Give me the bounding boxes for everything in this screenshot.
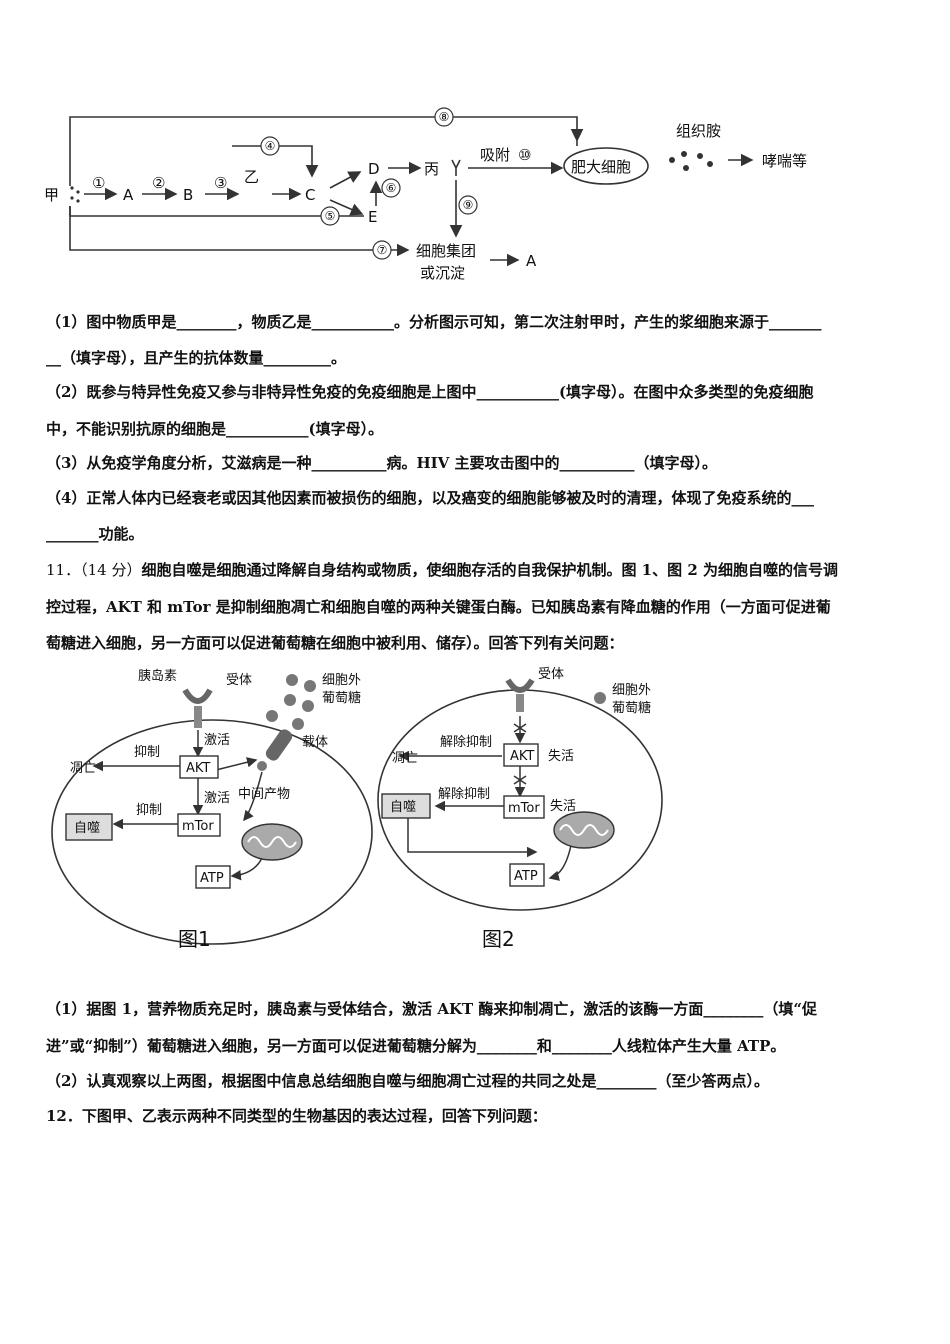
q10-part4-line1: （4）正常人体内已经衰老或因其他因素而被损伤的细胞，以及癌变的细胞能够被及时的清… (46, 489, 814, 507)
fig1-caption: 图1 (178, 927, 211, 951)
label-circ7: ⑦ (377, 243, 388, 257)
label-A: A (123, 186, 134, 204)
fig2-lose1: 失活 (548, 749, 574, 764)
label-yi: 乙 (244, 168, 259, 186)
fig1-carrier: 载体 (302, 735, 328, 750)
label-mast-cell: 肥大细胞 (571, 158, 631, 176)
fig1-intermediate: 中间产物 (238, 787, 290, 802)
label-circ9: ⑨ (463, 198, 474, 212)
immune-flow-diagram: 甲 ① A ② B ③ 乙 C D E 丙 吸附 ⑩ 肥大细胞 组织胺 哮喘等 … (44, 107, 807, 282)
label-C: C (305, 186, 315, 204)
fig2-release2: 解除抑制 (438, 787, 490, 802)
fig2-caption: 图2 (482, 927, 515, 951)
label-E: E (368, 208, 377, 226)
fig1-receptor: 受体 (226, 673, 252, 688)
label-circ3: ③ (214, 174, 227, 192)
fig2-release1: 解除抑制 (440, 735, 492, 750)
q11-line1: 11．（14 分）细胞自噬是细胞通过降解自身结构或物质，使细胞存活的自我保护机制… (46, 559, 906, 581)
fig2-autophagy: 自噬 (390, 800, 416, 815)
label-cluster2: 或沉淀 (420, 264, 465, 282)
label-circ2: ② (152, 174, 165, 192)
q11-number: 11．（14 分） (46, 561, 142, 579)
fig1-autophagy: 自噬 (74, 821, 100, 836)
label-asthma: 哮喘等 (762, 152, 807, 170)
fig1-akt: AKT (186, 761, 210, 776)
q10-part2-line1: （2）既参与特异性免疫又参与非特异性免疫的免疫细胞是上图中___________… (46, 383, 814, 401)
label-xifu: 吸附 (480, 146, 510, 164)
fig1-mtor: mTor (182, 819, 214, 834)
q11-line1-text: 细胞自噬是细胞通过降解自身结构或物质，使细胞存活的自我保护机制。图 1、图 2 … (141, 561, 838, 579)
label-circ4: ④ (265, 139, 276, 153)
label-A-out: A (526, 252, 537, 270)
fig1-activate2: 激活 (204, 791, 230, 806)
figure-1: 胰岛素 受体 细胞外 葡萄糖 激活 载体 抑制 凋亡 AKT 抑制 激活 中间产… (51, 668, 373, 951)
label-circ6: ⑥ (386, 181, 397, 195)
fig2-lose2: 失活 (550, 799, 576, 814)
label-circ5: ⑤ (325, 209, 336, 223)
fig2-akt: AKT (510, 749, 534, 764)
q10-part3: （3）从免疫学角度分析，艾滋病是一种__________病。HIV 主要攻击图中… (46, 454, 717, 472)
label-histamine: 组织胺 (676, 122, 721, 140)
figure-2: 受体 细胞外 葡萄糖 解除抑制 凋亡 AKT 失活 解除抑制 自噬 mTor 失… (377, 667, 663, 951)
label-D: D (368, 160, 380, 178)
q11-part1-line1: （1）据图 1，营养物质充足时，胰岛素与受体结合，激活 AKT 酶来抑制凋亡，激… (46, 1000, 818, 1018)
fig2-apoptosis: 凋亡 (392, 751, 418, 766)
q10-part4-line2: _______功能。 (46, 525, 144, 543)
q10-part2-line2: 中，不能识别抗原的细胞是___________(填字母）。 (46, 420, 384, 438)
fig1-ext1: 细胞外 (322, 673, 361, 688)
q10-part1-line2: __（填字母），且产生的抗体数量_________。 (46, 349, 347, 367)
label-circ10: ⑩ (518, 146, 531, 164)
q11-part2: （2）认真观察以上两图，根据图中信息总结细胞自噬与细胞凋亡过程的共同之处是___… (46, 1072, 769, 1090)
fig1-atp: ATP (200, 871, 224, 886)
fig1-ext2: 葡萄糖 (322, 690, 361, 706)
fig2-atp: ATP (514, 869, 538, 884)
label-circ1: ① (92, 174, 105, 192)
fig1-inhibit2: 抑制 (136, 803, 162, 818)
fig1-inhibit1: 抑制 (134, 745, 160, 760)
label-bing: 丙 (424, 160, 439, 178)
q11-line3: 萄糖进入细胞，另一方面可以促进葡萄糖在细胞中被利用、储存）。回答下列有关问题： (46, 634, 624, 652)
fig2-mtor: mTor (508, 801, 540, 816)
q11-line2: 控过程，AKT 和 mTor 是抑制细胞凋亡和细胞自噬的两种关键蛋白酶。已知胰岛… (46, 598, 831, 616)
fig1-insulin: 胰岛素 (138, 668, 177, 684)
fig2-ext1: 细胞外 (612, 683, 651, 698)
fig2-receptor: 受体 (538, 667, 564, 682)
q11-part1-line2: 进”或“抑制”）葡萄糖进入细胞，另一方面可以促进葡萄糖分解为________和_… (46, 1037, 786, 1055)
fig2-ext2: 葡萄糖 (612, 700, 651, 716)
label-B: B (183, 186, 193, 204)
q10-part1-line1: （1）图中物质甲是________，物质乙是___________。分析图示可知… (46, 313, 822, 331)
fig1-apoptosis: 凋亡 (70, 761, 96, 776)
label-jia: 甲 (44, 186, 59, 204)
fig1-activate1: 激活 (204, 733, 230, 748)
label-cluster1: 细胞集团 (416, 242, 476, 260)
label-circ8: ⑧ (439, 110, 450, 124)
q12-intro: 12．下图甲、乙表示两种不同类型的生物基因的表达过程，回答下列问题： (46, 1107, 547, 1125)
